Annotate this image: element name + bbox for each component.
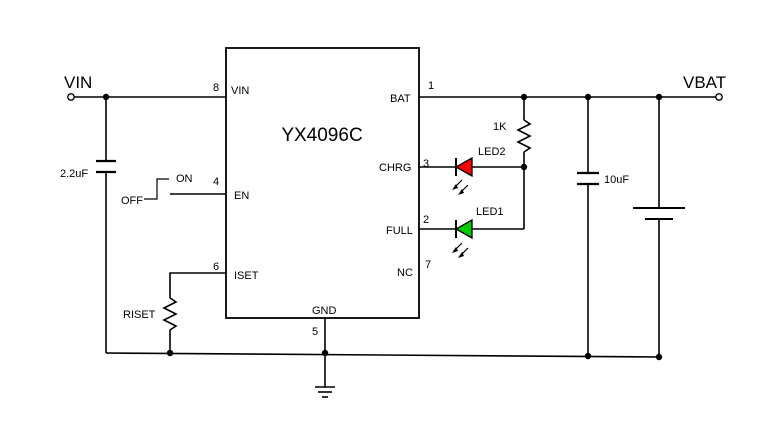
vbat-terminal xyxy=(715,93,723,101)
pin-chrg-number: 3 xyxy=(423,158,429,170)
riset-label: RISET xyxy=(123,309,156,321)
led2-label: LED2 xyxy=(478,146,506,158)
output-cap-label: 10uF xyxy=(604,174,629,186)
output-cap-ground-junction xyxy=(584,352,592,360)
led2-light-arrowhead-2 xyxy=(458,189,464,195)
pin-bat-number: 1 xyxy=(428,80,434,92)
vin-terminal xyxy=(67,93,75,101)
ic-name: YX4096C xyxy=(281,125,362,146)
switch-on-label: ON xyxy=(176,173,193,185)
input-cap-label: 2.2uF xyxy=(60,168,88,180)
riset-ground-junction xyxy=(166,349,174,357)
led1-diode xyxy=(454,218,473,240)
pin-nc-name: NC xyxy=(397,267,413,279)
led1-light-arrowhead-2 xyxy=(458,252,464,258)
pin-chrg-name: CHRG xyxy=(379,162,411,174)
riset-resistor xyxy=(162,297,178,331)
ground-bus xyxy=(105,352,660,358)
r1k-resistor xyxy=(516,119,532,153)
led2-light-arrowhead-1 xyxy=(452,184,458,190)
pin-vin-name: VIN xyxy=(231,85,249,97)
switch-off-label: OFF xyxy=(121,195,143,207)
pin-bat-name: BAT xyxy=(390,93,411,105)
battery-ground-junction xyxy=(655,353,663,361)
led1-light-arrowhead-1 xyxy=(452,247,458,253)
led1-label: LED1 xyxy=(476,206,504,218)
pin-full-name: FULL xyxy=(386,225,413,237)
pin-gnd-number: 5 xyxy=(312,326,318,338)
pin-full-number: 2 xyxy=(423,214,429,226)
led2-diode xyxy=(454,156,473,178)
pin-gnd-name: GND xyxy=(312,305,337,317)
vbat-net-label: VBAT xyxy=(683,73,726,92)
pin-en-number: 4 xyxy=(213,176,219,188)
pin-vin-number: 8 xyxy=(213,82,219,94)
ic-body xyxy=(225,47,420,319)
pin-nc-number: 7 xyxy=(425,259,431,271)
en-switch-wire xyxy=(144,178,169,200)
iset-wire xyxy=(169,272,226,298)
pin-iset-number: 6 xyxy=(213,261,219,273)
r1k-label: 1K xyxy=(493,121,507,133)
pin-iset-name: ISET xyxy=(234,270,259,282)
pin-en-name: EN xyxy=(234,190,249,202)
vin-net-label: VIN xyxy=(64,73,92,92)
gnd-junction xyxy=(321,349,329,357)
